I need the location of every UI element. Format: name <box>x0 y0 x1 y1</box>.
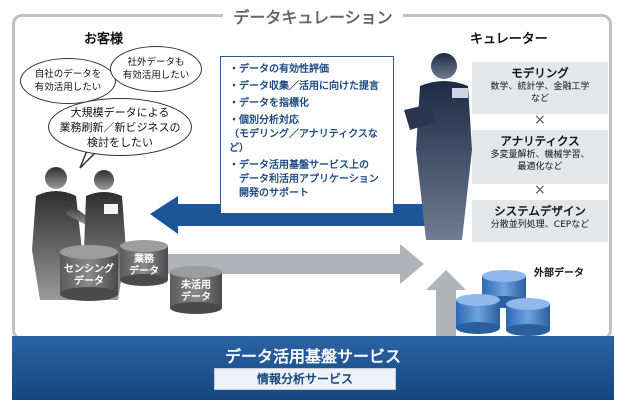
external-cylinder-2 <box>456 294 500 334</box>
service-item: ・データの有効性評価 <box>229 64 329 75</box>
label-sensing-data: センシング データ <box>64 264 114 287</box>
external-data-label: 外部データ <box>534 268 584 279</box>
curator-title: キュレーター <box>470 32 548 47</box>
cylinder-sensing <box>60 245 118 301</box>
curation-title-text: データキュレーション <box>223 8 403 27</box>
skill-modeling: モデリング 数学、統計学、金融工学 など <box>472 62 608 114</box>
cylinder-unused <box>170 266 222 314</box>
service-item: ・データ活用基盤サービス上の データ利活用アプリケーション 開発のサポート <box>229 160 379 199</box>
platform-title: データ活用基盤サービス <box>224 347 401 366</box>
skill-heading: モデリング <box>511 66 569 80</box>
external-cylinder-3 <box>506 298 550 336</box>
cross-symbol: × <box>534 182 546 198</box>
cylinder-business <box>120 240 168 286</box>
label-business-data: 業務 データ <box>129 254 159 277</box>
service-item: ・データ収集／活用に向けた提言 <box>229 81 379 92</box>
skill-heading: アナリティクス <box>500 134 580 148</box>
bubble-own-data: 自社のデータを 有効活用したい <box>20 58 116 104</box>
skill-system-design: システムデザイン 分散並列処理、CEPなど <box>472 200 608 242</box>
service-list-panel: ・データの有効性評価 ・データ収集／活用に向けた提言 ・データを指標化 ・個別分… <box>220 56 394 214</box>
service-item: ・データを指標化 <box>229 98 309 109</box>
skill-detail: 分散並列処理、CEPなど <box>490 220 590 230</box>
bubble-big-data: 大規模データによる 業務刷新／新ビジネスの 検討をしたい <box>48 98 192 156</box>
skill-analytics: アナリティクス 多変量解析、機械学習、 最適化など <box>472 130 608 184</box>
bubble-external-data: 社外データも 有効活用したい <box>110 46 202 92</box>
skill-detail: 数学、統計学、金融工学 など <box>490 82 590 104</box>
cross-symbol: × <box>534 112 546 128</box>
skill-detail: 多変量解析、機械学習、 最適化など <box>490 150 590 172</box>
curation-title: データキュレーション <box>0 4 626 28</box>
customer-title: お客様 <box>84 32 124 47</box>
label-unused-data: 未活用 データ <box>181 280 211 303</box>
curator-silhouette <box>404 53 472 240</box>
service-item: ・個別分析対応 （モデリング／アナリティクスなど） <box>229 115 378 154</box>
gray-arrow-to-curator <box>160 244 424 284</box>
skill-heading: システムデザイン <box>494 204 586 218</box>
platform-subservice: 情報分析サービス <box>214 368 396 390</box>
